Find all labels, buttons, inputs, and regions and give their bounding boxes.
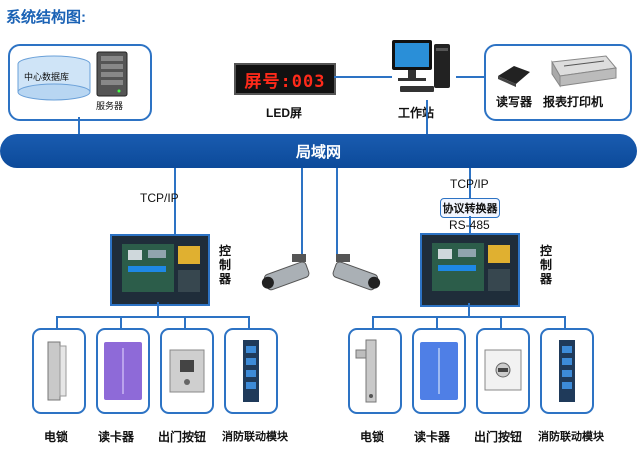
left-device-label-4: 消防联动模块 [222, 431, 288, 443]
right-device-label-2: 读卡器 [414, 430, 451, 444]
left-ctrl-down-line [157, 302, 159, 316]
right-controller-label: 控制器 [539, 244, 552, 286]
right-drop-4 [564, 316, 566, 328]
right-device-rail [372, 316, 565, 318]
right-rs485-label: RS-485 [449, 218, 490, 232]
printer-icon [551, 55, 617, 88]
left-device-label-3: 出门按钮 [158, 430, 207, 444]
left-bus-line [174, 168, 176, 234]
right-drop-2 [436, 316, 438, 328]
lan-bus: 局域网 [0, 134, 637, 168]
right-bus-line [469, 168, 471, 198]
left-controller [110, 234, 210, 306]
diagram-title: 系统结构图: [6, 9, 86, 26]
server-bus-line [78, 117, 80, 135]
exit-button-icon [169, 349, 205, 393]
printer-label: 报表打印机 [543, 95, 604, 109]
reader-label: 读写器 [496, 95, 533, 109]
fire-linkage-module-icon [243, 340, 259, 402]
server-icon [96, 51, 128, 97]
left-device-exit-button [160, 328, 214, 414]
left-drop-2 [120, 316, 122, 328]
fire-linkage-module-icon [559, 340, 575, 402]
right-device-label-3: 出门按钮 [474, 430, 523, 444]
card-reader-panel-icon [420, 342, 458, 400]
right-device-label-1: 电锁 [360, 430, 385, 444]
workstation-icon [392, 40, 450, 92]
right-device-fire-module [540, 328, 594, 414]
led-display: 屏号:003 [234, 63, 336, 95]
right-device-reader [412, 328, 466, 414]
left-drop-3 [184, 316, 186, 328]
server-label: 服务器 [96, 101, 124, 111]
exit-button-icon [484, 349, 522, 391]
workstation-bus-line [426, 100, 428, 135]
left-drop-1 [56, 316, 58, 328]
led-label: LED屏 [266, 106, 303, 120]
led-link-line [334, 76, 392, 78]
right-controller-board-icon [432, 243, 510, 291]
right-rs485-line [469, 216, 471, 233]
left-device-rail [56, 316, 249, 318]
database-label: 中心数据库 [24, 72, 70, 82]
workstation-label: 工作站 [398, 106, 435, 120]
left-controller-label: 控制器 [218, 244, 231, 286]
protocol-converter: 协议转换器 [440, 198, 500, 218]
left-device-lock [32, 328, 86, 414]
card-reader-panel-icon [104, 342, 142, 400]
camera-icon [261, 254, 310, 291]
card-reader-icon [498, 66, 530, 87]
peripheral-link-line [456, 76, 484, 78]
right-protocol-label: TCP/IP [450, 177, 489, 191]
right-drop-1 [372, 316, 374, 328]
left-controller-board-icon [122, 244, 200, 292]
right-ctrl-down-line [468, 303, 470, 316]
right-controller [420, 233, 520, 307]
left-drop-4 [248, 316, 250, 328]
left-device-label-1: 电锁 [44, 430, 69, 444]
database-icon [17, 55, 91, 101]
left-device-fire-module [224, 328, 278, 414]
electric-lock-icon [355, 339, 377, 403]
right-device-lock [348, 328, 402, 414]
left-device-reader [96, 328, 150, 414]
right-device-exit-button [476, 328, 530, 414]
right-device-label-4: 消防联动模块 [538, 431, 604, 443]
left-protocol-label: TCP/IP [140, 191, 179, 205]
left-device-label-2: 读卡器 [98, 430, 135, 444]
camera-right-line [336, 168, 338, 254]
camera-left-line [301, 168, 303, 254]
camera-icon [332, 254, 381, 291]
right-drop-3 [500, 316, 502, 328]
electric-lock-icon [47, 341, 67, 401]
